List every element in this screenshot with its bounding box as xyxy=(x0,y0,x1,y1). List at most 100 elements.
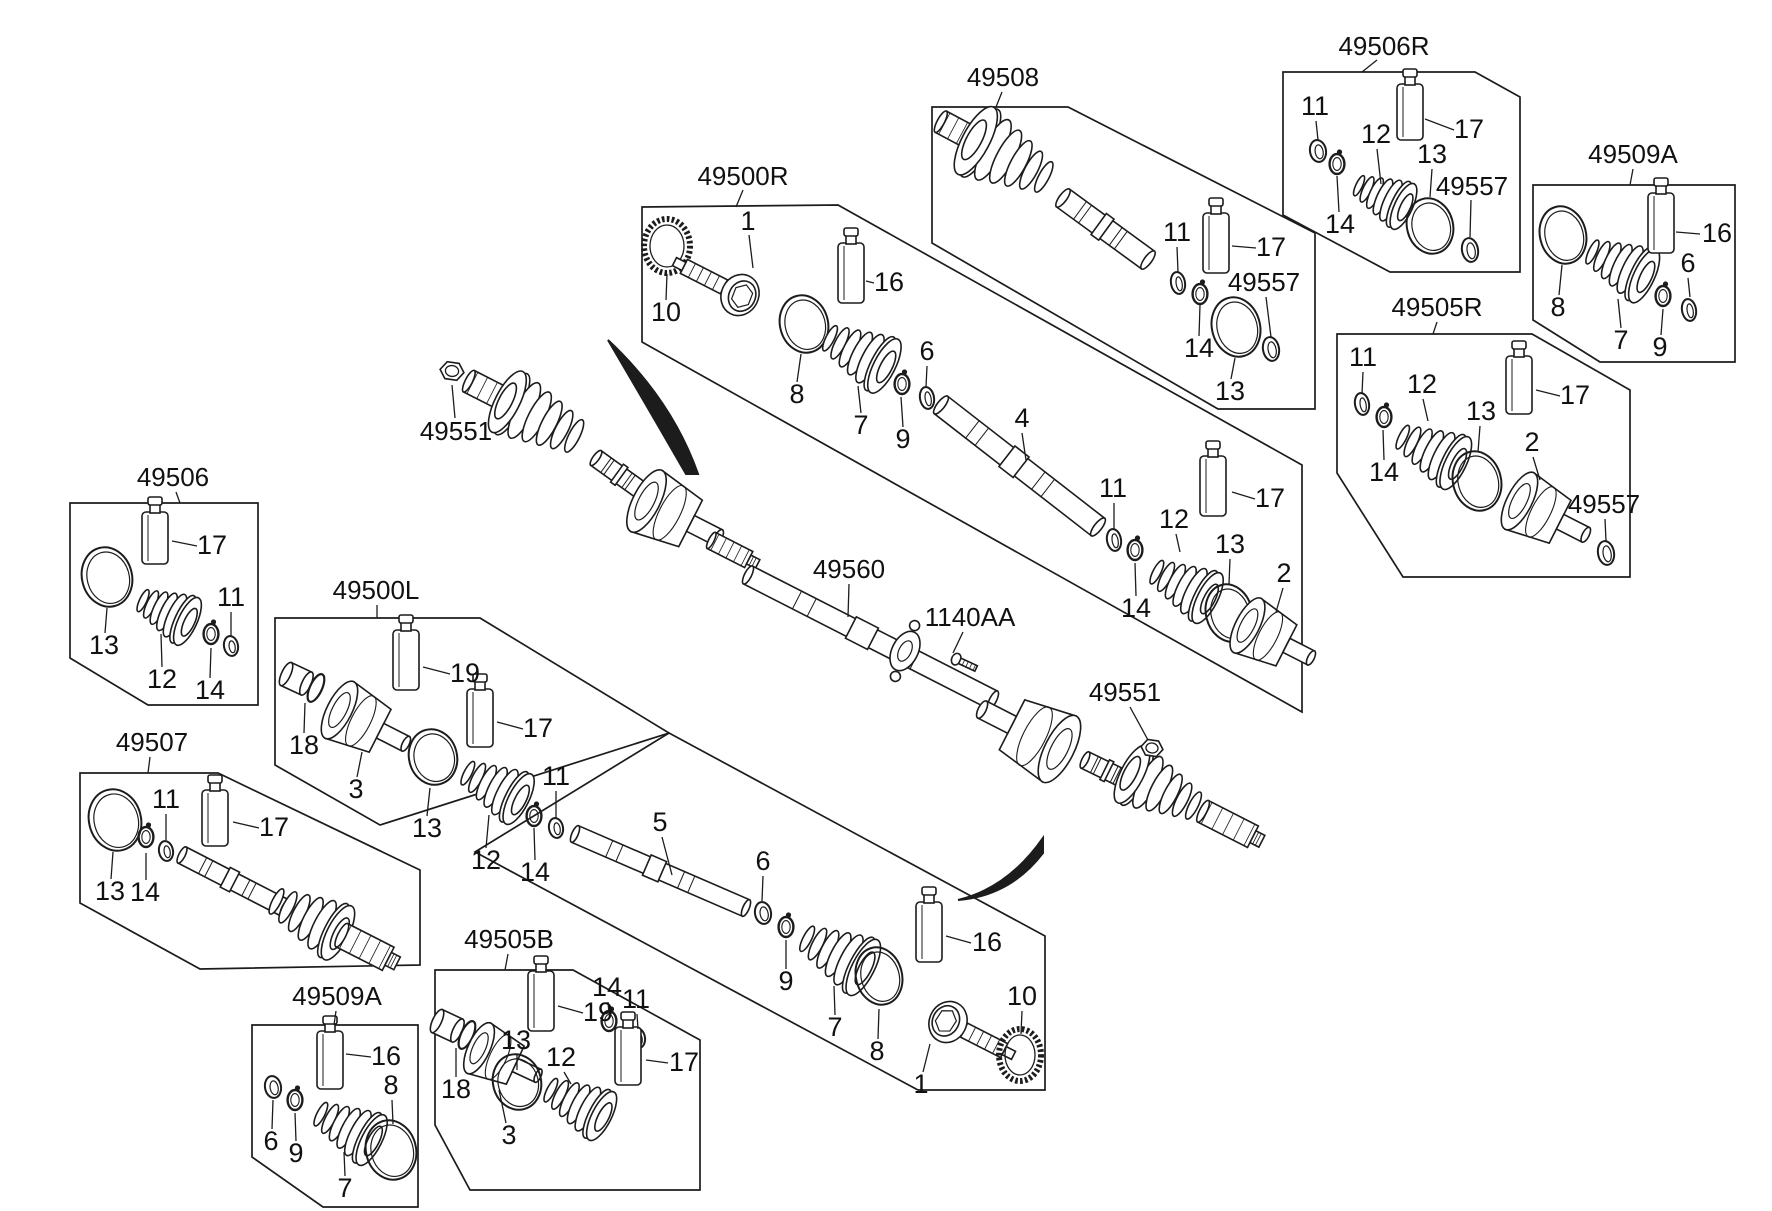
stub-spline xyxy=(733,545,743,563)
spline-line xyxy=(712,275,720,290)
cv-boot-part xyxy=(136,588,203,647)
cv-boot-part xyxy=(1149,559,1224,625)
leader-line xyxy=(1558,264,1563,296)
bottle-body xyxy=(527,970,555,1032)
ring-part xyxy=(1451,450,1503,512)
callout-label: 12 xyxy=(147,664,177,694)
shaft-end xyxy=(741,565,755,585)
callout-label: 14 xyxy=(195,675,225,705)
splined-stub-part xyxy=(1195,799,1266,849)
stub-spline xyxy=(466,372,479,394)
leader-line xyxy=(1175,533,1181,553)
inner-joint-part xyxy=(626,469,725,548)
grease-bottle-part xyxy=(392,614,420,691)
leader-line xyxy=(1129,706,1149,741)
boot-opening-inner xyxy=(1119,755,1142,791)
grease-bottle-part xyxy=(1647,177,1675,254)
bottle-body xyxy=(1199,455,1227,517)
leader-line xyxy=(110,851,114,880)
joint-face xyxy=(626,469,668,534)
leader-line xyxy=(796,353,802,383)
callout-label: 6 xyxy=(1680,248,1695,278)
part-number-label: 49500L xyxy=(333,575,420,605)
joint-ridge xyxy=(652,484,687,541)
leader-line xyxy=(1429,168,1433,198)
clamp-band xyxy=(777,915,795,939)
ring-inner xyxy=(1466,242,1476,260)
callout-label: 12 xyxy=(546,1042,576,1072)
bottle-body xyxy=(1647,192,1675,254)
leader-line xyxy=(1376,148,1382,185)
shaft-collar xyxy=(997,444,1031,479)
bottle-body xyxy=(201,789,229,847)
inner-joint-body xyxy=(626,469,725,548)
boot-opening-inner xyxy=(493,382,518,420)
clamp-part xyxy=(777,912,795,939)
shaft-collar xyxy=(219,866,241,893)
leader-line xyxy=(303,702,306,734)
callout-label: 14 xyxy=(520,857,550,887)
grease-bottle-part xyxy=(1396,68,1424,141)
callout-label: 12 xyxy=(1361,119,1391,149)
callout-label: 9 xyxy=(1652,332,1667,362)
leader-line xyxy=(1265,296,1272,338)
bottle-body xyxy=(392,629,420,691)
leader-line xyxy=(209,647,212,679)
group-box-49506R-group xyxy=(1282,71,1521,273)
callout-label: 12 xyxy=(1407,369,1437,399)
clamp-part xyxy=(202,619,220,646)
callout-label: 6 xyxy=(263,1126,278,1156)
clamp-part xyxy=(1328,149,1346,176)
shaft-tick xyxy=(605,840,614,858)
clamp-band-inner xyxy=(1658,289,1668,303)
ring-inner xyxy=(1216,301,1259,354)
axle-nut-part xyxy=(439,360,465,382)
callout-label: 17 xyxy=(1560,380,1590,410)
ring-part xyxy=(364,1119,418,1181)
boot-opening-inner xyxy=(960,119,988,161)
callout-label: 14 xyxy=(1325,209,1355,239)
splined-stub-part xyxy=(334,922,402,972)
shaft-tick xyxy=(1108,227,1123,246)
callout-label: 17 xyxy=(669,1047,699,1077)
grease-bottle-part xyxy=(201,774,229,847)
boot-rib xyxy=(268,888,285,915)
bushing-ring xyxy=(306,673,326,703)
shaft-end xyxy=(176,846,188,864)
callout-label: 17 xyxy=(197,530,227,560)
ring-part xyxy=(1596,540,1616,566)
leader-line xyxy=(147,756,151,774)
shaft-collar xyxy=(641,853,668,883)
leader-line xyxy=(426,787,431,817)
ring-outer xyxy=(1596,540,1616,566)
cv-boot-part xyxy=(1585,239,1661,304)
lower-swoosh xyxy=(957,834,1044,901)
callout-label: 16 xyxy=(972,927,1002,957)
leader-line xyxy=(1675,231,1701,235)
joint-hex-bore xyxy=(730,284,754,308)
leader-line xyxy=(952,631,964,654)
part-number-label: 49505R xyxy=(1391,292,1482,322)
shaft-tick xyxy=(1073,201,1087,220)
stub-thread-line xyxy=(387,953,395,967)
clamp-screw xyxy=(608,1006,615,1012)
nut-hex xyxy=(1140,738,1164,758)
bottle-cap xyxy=(207,774,223,784)
leader-line xyxy=(175,491,181,504)
ring-outer xyxy=(918,386,936,410)
callout-label: 3 xyxy=(501,1120,516,1150)
ring-outer xyxy=(263,1075,283,1099)
ring-inner xyxy=(370,1124,415,1178)
bushing-part xyxy=(429,1008,477,1050)
bottle-body xyxy=(915,901,943,963)
ring-part xyxy=(1460,237,1480,263)
leader-line xyxy=(945,935,972,944)
clamp-band xyxy=(202,622,220,646)
clamp-part xyxy=(525,801,543,828)
clamp-band xyxy=(1654,284,1672,308)
callout-label: 11 xyxy=(542,761,570,791)
ring-inner xyxy=(413,733,456,783)
ring-inner xyxy=(1111,533,1119,549)
callout-label: 8 xyxy=(869,1036,884,1066)
